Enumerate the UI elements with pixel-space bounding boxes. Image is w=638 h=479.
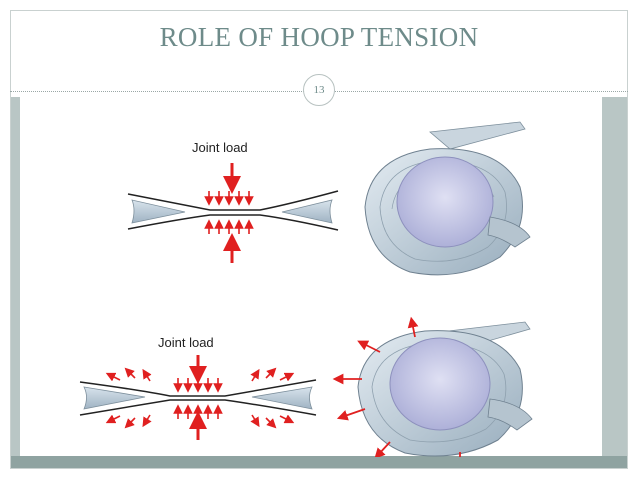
left-meniscus-wedge [131,199,186,224]
right-accent-bar [602,97,627,457]
femur-outline [127,190,339,211]
top-joint-load-label: Joint load [192,140,248,155]
left-accent-bar [11,97,20,457]
tibia-outline [127,214,339,231]
right-meniscus-wedge [281,199,333,224]
hoop-tension-arrows [332,316,461,457]
top-meniscus-illustration [364,121,531,276]
top-cross-section: Joint load [127,140,339,263]
page-number: 13 [303,74,335,106]
bottom-meniscus-illustration [332,316,533,457]
hoop-tension-figure: Joint load Joint load [79,121,533,457]
pressure-arrows-bottom [105,367,295,429]
bottom-accent-bar [11,456,627,468]
bottom-cross-section: Joint load [79,335,317,440]
bottom-joint-load-label: Joint load [158,335,214,350]
slide-title: ROLE OF HOOP TENSION [159,22,479,52]
pressure-arrows-top [204,191,254,234]
